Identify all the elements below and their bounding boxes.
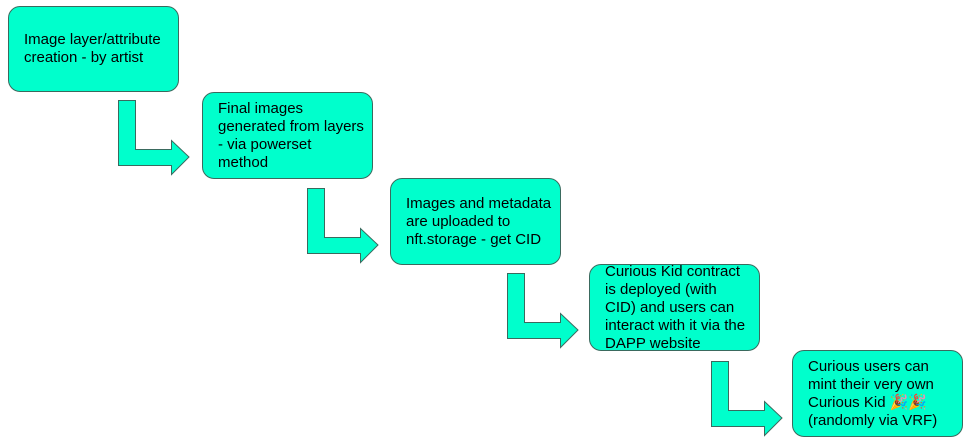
- step-1-box: Image layer/attribute creation - by arti…: [8, 6, 179, 92]
- step-4-text: Curious Kid contract is deployed (with C…: [605, 262, 746, 352]
- bent-arrow-icon: [711, 361, 783, 437]
- step-4-box: Curious Kid contract is deployed (with C…: [589, 262, 760, 352]
- step-2-box: Final images generated from layers - via…: [202, 92, 373, 179]
- step-5-text: Curious users can mint their very own Cu…: [808, 357, 938, 429]
- step-2-text: Final images generated from layers - via…: [218, 99, 364, 171]
- bent-arrow-icon: [307, 188, 379, 264]
- bent-arrow-icon: [118, 100, 190, 176]
- step-3-box: Images and metadata are uploaded to nft.…: [390, 178, 561, 265]
- bent-arrow-icon: [507, 273, 579, 349]
- step-5-box: Curious users can mint their very own Cu…: [792, 350, 963, 437]
- step-3-text: Images and metadata are uploaded to nft.…: [406, 194, 552, 248]
- step-1-text: Image layer/attribute creation - by arti…: [24, 31, 161, 66]
